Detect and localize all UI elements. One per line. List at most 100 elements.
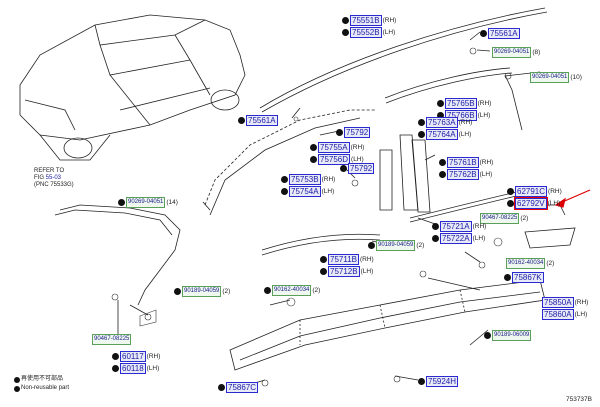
part-side: (RH): [479, 159, 494, 166]
part-number[interactable]: 90189-04059: [182, 286, 222, 297]
callout-group-75765: 75765B(RH) 75766B(LH): [437, 98, 491, 121]
part-number[interactable]: 75850A: [542, 297, 574, 308]
callout-group-75763: 75763A(RH) 75764A(LH): [418, 117, 472, 140]
bullet-icon: [281, 188, 288, 195]
part-number[interactable]: 75711B: [328, 254, 359, 265]
callout-90269-14: 90269-04051(14): [118, 197, 178, 208]
part-number[interactable]: 75924H: [426, 376, 459, 387]
part-number[interactable]: 90269-04051: [126, 197, 166, 208]
part-number[interactable]: 75765B: [445, 98, 477, 109]
part-number[interactable]: 75867K: [512, 272, 544, 283]
part-number[interactable]: 90189-06009: [492, 330, 532, 341]
part-side: (RH): [350, 144, 365, 151]
callout-90467-b: 90467-08225: [92, 334, 132, 345]
part-side: (RH): [477, 100, 492, 107]
callout-90162-b: 90162-40034(2): [264, 285, 320, 296]
part-side: (LH): [477, 112, 491, 119]
legend-item-en: Non-reusable part: [21, 385, 70, 391]
part-number[interactable]: 90269-04051: [530, 72, 570, 83]
bullet-icon: [264, 287, 271, 294]
callout-90189-a: 90189-04059(2): [368, 240, 424, 251]
part-number[interactable]: 90467-08225: [480, 213, 520, 224]
part-number[interactable]: 75753B: [289, 174, 321, 185]
callout-group-75711: 75711B(RH) 75712B(LH): [320, 254, 374, 277]
part-qty: (2): [416, 242, 425, 249]
part-number[interactable]: 75755A: [318, 142, 350, 153]
part-number[interactable]: 60118: [120, 363, 146, 374]
bullet-icon: [418, 119, 425, 126]
part-number[interactable]: 75867C: [226, 382, 259, 393]
part-number[interactable]: 75552B: [350, 27, 382, 38]
part-qty: (10): [570, 74, 582, 81]
callout-group-75755: 75755A(RH) 75756D(LH): [310, 142, 364, 165]
part-qty: (2): [312, 287, 321, 294]
callout-75924h: 75924H: [418, 376, 459, 387]
reference-figure-link[interactable]: 55-03: [45, 175, 62, 181]
part-number-highlighted[interactable]: 62792V: [514, 197, 548, 210]
part-number[interactable]: 75754A: [289, 186, 321, 197]
callout-90269-10: 90269-04051(10): [530, 72, 582, 83]
callout-group-62791: 62791C(RH) 62792V(LH): [507, 186, 562, 210]
part-number[interactable]: 75766B: [445, 110, 477, 121]
part-number[interactable]: 75792: [344, 127, 371, 138]
part-side: (LH): [547, 200, 561, 207]
callout-group-roof-molding: 75551B(RH) 75552B(LH): [342, 15, 396, 38]
part-side: (RH): [321, 176, 336, 183]
part-number[interactable]: 60117: [120, 351, 146, 362]
bullet-icon: [507, 188, 514, 195]
part-qty: (2): [520, 215, 529, 222]
bullet-icon: [320, 268, 327, 275]
bullet-icon: [432, 223, 439, 230]
part-side: (LH): [574, 311, 588, 318]
part-number[interactable]: 90269-04051: [492, 47, 532, 58]
callout-75792-b: 75792: [340, 163, 375, 174]
bullet-icon: [439, 159, 446, 166]
part-number[interactable]: 75721A: [440, 221, 472, 232]
bullet-icon: [504, 274, 511, 281]
part-number[interactable]: 75712B: [328, 266, 360, 277]
bullet-icon: [310, 144, 317, 151]
part-number[interactable]: 75561A: [246, 115, 278, 126]
reference-note: REFER TO FIG 55-03 (PNC 75533G): [34, 168, 74, 189]
callout-75867k: 75867K: [504, 272, 544, 283]
bullet-icon: [342, 29, 349, 36]
part-number[interactable]: 90189-04059: [376, 240, 416, 251]
bullet-icon: [218, 384, 225, 391]
part-number[interactable]: 75551B: [350, 15, 382, 26]
bullet-icon: [418, 378, 425, 385]
part-number[interactable]: 75792: [348, 163, 375, 174]
callout-group-75761: 75761B(RH) 75762B(LH): [439, 157, 493, 180]
reference-line-3: (PNC 75533G): [34, 182, 74, 188]
bullet-icon: [281, 176, 288, 183]
part-side: (RH): [458, 119, 473, 126]
bullet-icon: [310, 156, 317, 163]
bullet-icon: [437, 100, 444, 107]
bullet-icon: [484, 332, 491, 339]
bullet-icon: [437, 112, 444, 119]
bullet-icon: [112, 365, 119, 372]
callout-75561a-left: 75561A: [238, 115, 278, 126]
part-number[interactable]: 90162-40034: [506, 258, 546, 269]
legend: 再使用不可部品 Non-reusable part: [14, 375, 69, 393]
part-number[interactable]: 75762B: [447, 169, 479, 180]
reference-line-2: FIG: [34, 175, 44, 181]
bullet-icon: [418, 131, 425, 138]
part-number[interactable]: 75860A: [542, 309, 574, 320]
part-number[interactable]: 75764A: [426, 129, 458, 140]
diagram-code: 753737B: [565, 396, 592, 403]
part-number[interactable]: 90467-08225: [92, 334, 132, 345]
part-side: (RH): [146, 353, 161, 360]
part-number[interactable]: 75761B: [447, 157, 479, 168]
callout-75792-a: 75792: [336, 127, 371, 138]
part-number[interactable]: 75722A: [440, 233, 472, 244]
callout-90189-c: 90189-06009: [484, 330, 532, 341]
part-number[interactable]: 75763A: [426, 117, 458, 128]
part-side: (LH): [360, 268, 374, 275]
part-side: (LH): [351, 156, 364, 163]
part-number[interactable]: 75756D: [318, 154, 351, 165]
part-number[interactable]: 62791C: [515, 186, 548, 197]
part-number[interactable]: 90162-40034: [272, 285, 312, 296]
bullet-icon: [336, 129, 343, 136]
part-number[interactable]: 75561A: [488, 28, 520, 39]
bullet-icon: [238, 117, 245, 124]
